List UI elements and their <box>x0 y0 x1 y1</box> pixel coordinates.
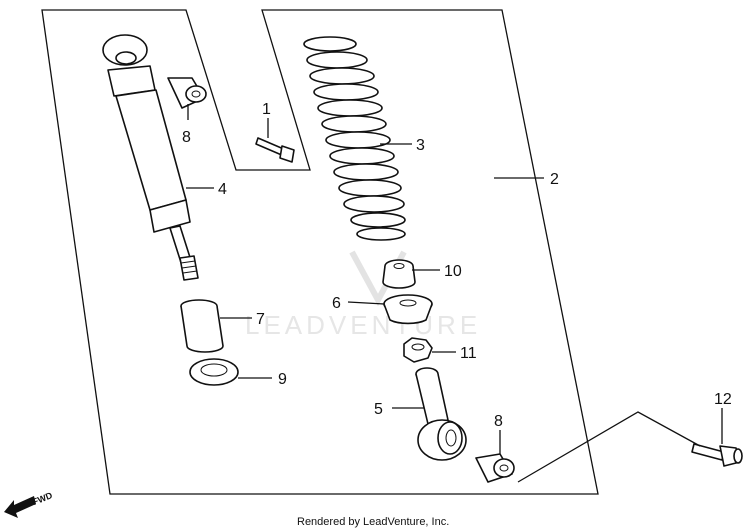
callout-10: 10 <box>444 263 462 280</box>
collar[interactable] <box>180 299 224 353</box>
spring[interactable] <box>303 36 406 241</box>
callout-6: 6 <box>332 295 341 312</box>
nut[interactable] <box>403 337 433 363</box>
bushing-upper[interactable] <box>167 77 207 109</box>
spring-seat[interactable] <box>383 294 433 325</box>
callout-11: 11 <box>460 345 477 362</box>
fwd-label: FWD <box>31 490 54 507</box>
callout-3: 3 <box>416 137 425 154</box>
shock-absorber[interactable] <box>102 34 199 281</box>
assembly-outline <box>41 9 599 495</box>
fwd-arrow: FWD <box>4 490 54 518</box>
lower-joint[interactable] <box>415 367 467 461</box>
callout-4: 4 <box>218 181 227 198</box>
watermark-text: LEADVENTURE <box>245 310 481 340</box>
footer-credit: Rendered by LeadVenture, Inc. <box>297 516 449 528</box>
callout-5: 5 <box>374 401 383 418</box>
bolt-1[interactable] <box>255 137 295 163</box>
callout-12: 12 <box>714 391 732 408</box>
spring-stopper[interactable] <box>382 259 416 289</box>
callout-1: 1 <box>262 101 271 118</box>
bolt-12[interactable] <box>691 443 743 467</box>
callout-8-lower: 8 <box>494 413 503 430</box>
leader-6 <box>347 301 385 305</box>
callout-9: 9 <box>278 371 287 388</box>
washer[interactable] <box>189 358 239 386</box>
connector-line <box>517 411 701 483</box>
callout-8-upper: 8 <box>182 129 191 146</box>
callout-2: 2 <box>550 171 559 188</box>
callout-7: 7 <box>256 311 265 328</box>
bushing-lower[interactable] <box>475 453 515 483</box>
